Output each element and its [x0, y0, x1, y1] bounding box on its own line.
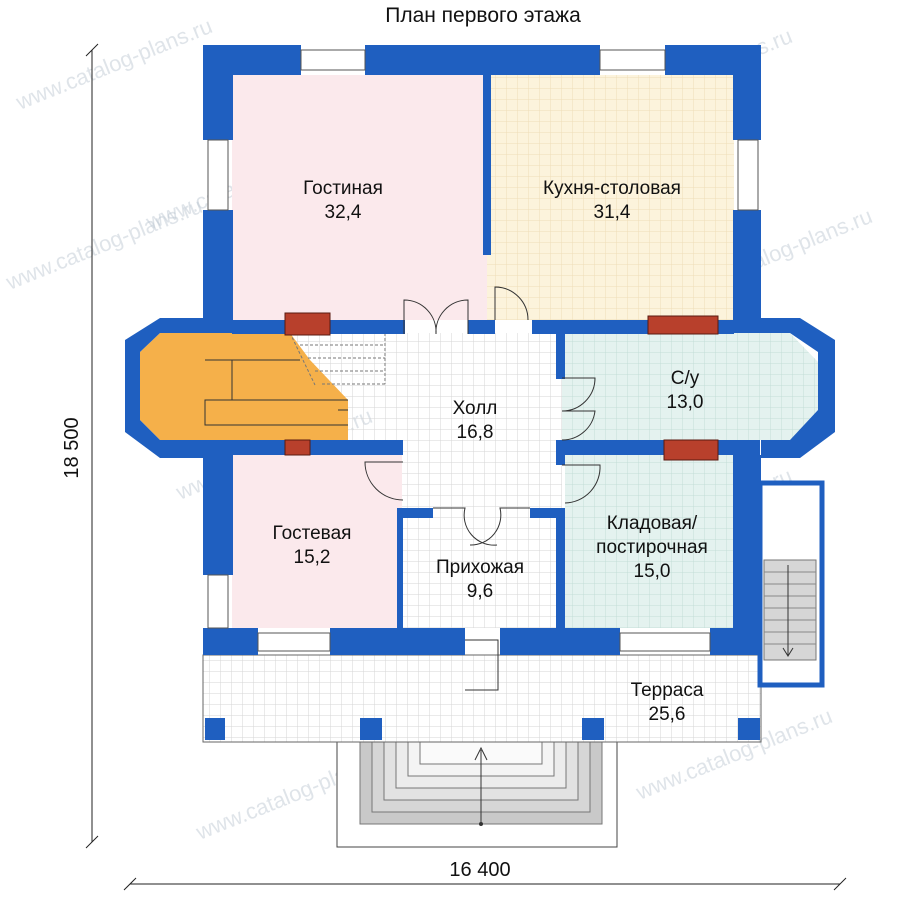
terrace-column — [205, 718, 225, 740]
room-living: Гостиная 32,4 — [303, 178, 383, 223]
width-dimension-label: 16 400 — [449, 859, 510, 881]
terrace-floor — [202, 654, 762, 743]
room-guest-name: Гостевая — [273, 523, 352, 544]
fireplace — [284, 439, 311, 456]
width-dimension — [123, 877, 847, 891]
plan-title: План первого этажа — [385, 4, 581, 27]
room-bath: С/у 13,0 — [667, 368, 704, 413]
room-hall: Холл 16,8 — [453, 398, 498, 443]
terrace-column — [582, 718, 604, 740]
height-dimension — [85, 43, 99, 849]
front-steps — [336, 741, 618, 848]
room-hall-area: 16,8 — [457, 422, 494, 443]
svg-text:www.catalog-plans.ru: www.catalog-plans.ru — [12, 13, 216, 115]
room-living-name: Гостиная — [303, 178, 383, 199]
room-guest-floor — [232, 455, 402, 628]
height-dimension-label: 18 500 — [61, 417, 83, 478]
terrace-column — [360, 718, 382, 740]
room-bath-name: С/у — [671, 368, 700, 389]
bath-grid — [562, 333, 818, 440]
room-terrace-name: Терраса — [631, 680, 704, 701]
room-entry: Прихожая 9,6 — [436, 557, 524, 602]
walls — [125, 45, 835, 655]
room-guest: Гостевая 15,2 — [273, 523, 352, 568]
fireplace — [663, 439, 719, 461]
room-entry-floor — [402, 518, 562, 628]
room-guest-area: 15,2 — [294, 547, 331, 568]
room-storage-name: Кладовая/ — [607, 513, 698, 534]
storage-grid — [565, 455, 733, 628]
doors — [364, 286, 601, 691]
room-entry-area: 9,6 — [467, 581, 493, 602]
room-living-area: 32,4 — [325, 202, 362, 223]
side-stair — [757, 480, 825, 688]
room-kitchen-area: 31,4 — [594, 202, 631, 223]
room-storage-area: 15,0 — [634, 561, 671, 582]
room-kitchen-name: Кухня-столовая — [543, 178, 681, 199]
room-terrace-area: 25,6 — [649, 704, 686, 725]
room-storage-name-line2: постирочная — [596, 537, 708, 558]
room-bath-area: 13,0 — [667, 392, 704, 413]
room-storage: Кладовая/ постирочная 15,0 — [596, 513, 708, 582]
fireplace — [284, 312, 331, 336]
room-terrace: Терраса 25,6 — [631, 680, 704, 725]
stair-upper-dashed — [289, 332, 386, 386]
staircase-steps — [204, 359, 348, 426]
room-hall-name: Холл — [453, 398, 498, 419]
kitchen-grid — [487, 75, 734, 320]
fireplace — [647, 315, 719, 335]
room-living-floor — [232, 75, 487, 320]
windows — [207, 49, 759, 652]
terrace-column — [738, 718, 760, 740]
room-entry-name: Прихожая — [436, 557, 524, 578]
room-kitchen: Кухня-столовая 31,4 — [543, 178, 681, 223]
